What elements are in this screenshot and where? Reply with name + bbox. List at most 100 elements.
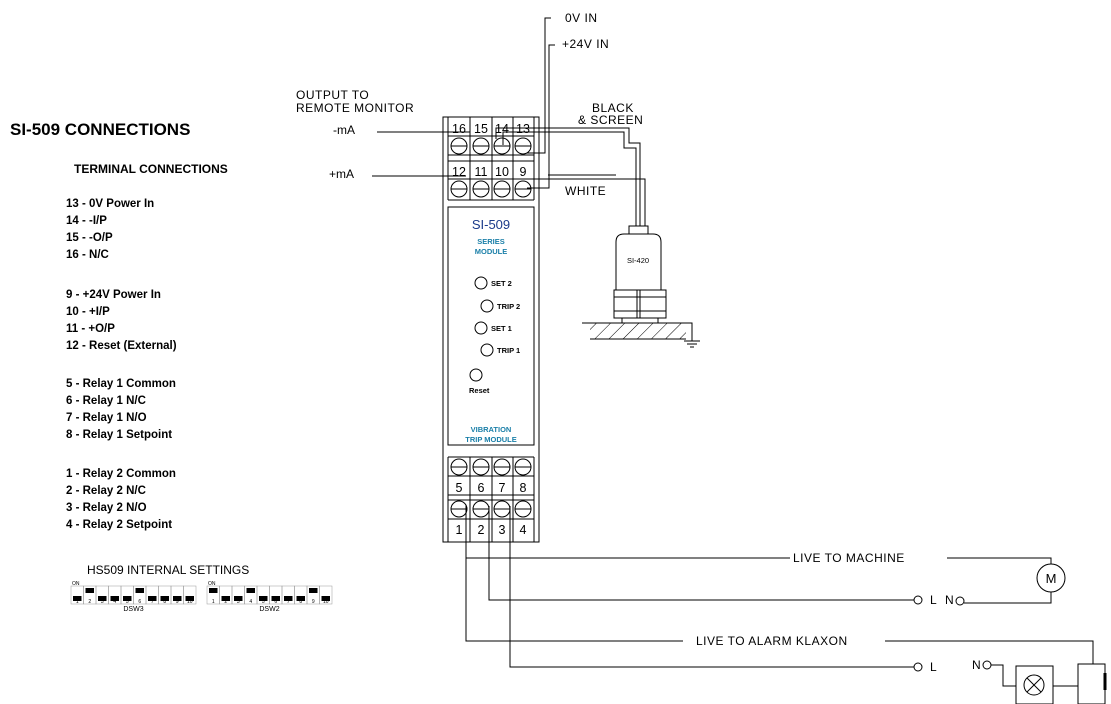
dip-switch-number: 2: [88, 599, 91, 605]
dip-switch-number: 7: [287, 599, 290, 605]
output-label-line2: REMOTE MONITOR: [296, 101, 414, 115]
dip-switch-number: 8: [163, 599, 166, 605]
terminal-line: 15 - -O/P: [66, 232, 113, 244]
terminal-line: 13 - 0V Power In: [66, 198, 155, 210]
dip-switch-cell: [183, 585, 197, 605]
terminal-line: 7 - Relay 1 N/O: [66, 412, 147, 424]
dip-switch-knob: [160, 596, 169, 601]
module-series-line1: SERIES: [477, 237, 505, 246]
terminal-4: 4: [520, 523, 527, 537]
sensor-name: SI-420: [627, 256, 649, 265]
dip-switch-knob: [148, 596, 157, 601]
output-minus-label: -mA: [333, 123, 355, 137]
terminal-line: 11 - +O/P: [66, 323, 115, 335]
terminal-heading: TERMINAL CONNECTIONS: [74, 162, 228, 176]
terminal-16: 16: [452, 122, 466, 136]
dip-switch-number: 3: [237, 599, 240, 605]
live-to-alarm-label: LIVE TO ALARM KLAXON: [696, 634, 848, 648]
dip-switch-number: 6: [274, 599, 277, 605]
terminal-3: 3: [499, 523, 506, 537]
set2-led: [474, 276, 488, 290]
alarm-circuit: [465, 506, 1107, 704]
terminal-15: 15: [474, 122, 488, 136]
module-series-line2: MODULE: [475, 247, 508, 256]
dip-switch-knob: [246, 588, 255, 593]
terminal-group-4: 1 - Relay 2 Common 2 - Relay 2 N/C 3 - R…: [66, 466, 176, 534]
klaxon-lamp-icon: [1023, 674, 1045, 696]
dip-switch-knob: [259, 596, 268, 601]
output-plus-label: +mA: [329, 167, 354, 181]
terminal-5: 5: [456, 481, 463, 495]
terminal-group-3: 5 - Relay 1 Common 6 - Relay 1 N/C 7 - R…: [66, 376, 176, 444]
dip-switch-number: 2: [224, 599, 227, 605]
terminal-1: 1: [456, 523, 463, 537]
terminal-line: 2 - Relay 2 N/C: [66, 485, 146, 497]
terminal-line: 6 - Relay 1 N/C: [66, 395, 146, 407]
dip-on-label: ON: [208, 581, 216, 587]
reset-button: [469, 368, 483, 382]
dip-switch-number: 5: [262, 599, 265, 605]
live-to-machine-label: LIVE TO MACHINE: [793, 551, 905, 565]
klaxon-lamp-box: [1015, 665, 1054, 704]
terminal-11: 11: [475, 165, 488, 179]
terminal-13: 13: [516, 122, 530, 136]
dip-switch-number: 7: [151, 599, 154, 605]
dip-switch-number: 1: [212, 599, 215, 605]
module-name: SI-509: [472, 217, 510, 232]
terminal-line: 9 - +24V Power In: [66, 289, 161, 301]
dip-switch-cell: [319, 585, 333, 605]
dip-switch-knob: [234, 596, 243, 601]
set2-label: SET 2: [491, 279, 512, 288]
dip-switch-number: 1: [76, 599, 79, 605]
terminal-8: 8: [520, 481, 527, 495]
internal-settings-heading: HS509 INTERNAL SETTINGS: [87, 563, 250, 577]
dip-switch-knob: [85, 588, 94, 593]
dip-switch-number: 4: [113, 599, 116, 605]
terminal-line: 16 - N/C: [66, 249, 109, 261]
dip-switch-knob: [221, 596, 230, 601]
dip-switch-number: 10: [323, 599, 329, 605]
black-label: BLACK: [592, 101, 634, 115]
klaxon-horn-box: [1077, 663, 1106, 704]
dip-switch-knob: [209, 588, 218, 593]
machine-circuit: [465, 505, 1066, 606]
dip-switch-number: 5: [126, 599, 129, 605]
trip2-label: TRIP 2: [497, 302, 520, 311]
dip-switch-knob: [123, 596, 132, 601]
sensor-cable: [495, 127, 646, 226]
dip-switch-name: DSW2: [259, 606, 279, 613]
terminal-14: 14: [495, 122, 509, 136]
dip-switch-knob: [271, 596, 280, 601]
machine-l-label: L: [930, 593, 937, 607]
terminal-line: 14 - -I/P: [66, 215, 107, 227]
si509-module: [442, 116, 540, 543]
terminal-line: 1 - Relay 2 Common: [66, 468, 176, 480]
terminal-line: 12 - Reset (External): [66, 340, 177, 352]
diagram-title: SI-509 CONNECTIONS: [10, 120, 191, 139]
screen-label: & SCREEN: [578, 113, 643, 127]
power-24v-label: +24V IN: [562, 37, 609, 51]
trip1-label: TRIP 1: [497, 346, 520, 355]
dip-switch-number: 9: [176, 599, 179, 605]
dip-switch-knob: [309, 588, 318, 593]
terminal-10: 10: [495, 165, 509, 179]
sensor-si420: [582, 225, 700, 348]
terminal-7: 7: [499, 481, 506, 495]
dip-switch-number: 10: [187, 599, 193, 605]
terminal-group-1: 13 - 0V Power In 14 - -I/P 15 - -O/P 16 …: [66, 196, 154, 264]
dip-switch-knob: [185, 596, 194, 601]
terminal-9: 9: [520, 165, 527, 179]
dip-switch-knob: [321, 596, 330, 601]
dip-switch-knob: [296, 596, 305, 601]
power-wires: [527, 17, 555, 189]
alarm-n-label: N: [972, 658, 981, 672]
dip-switch-number: 4: [249, 599, 252, 605]
power-0v-label: 0V IN: [565, 11, 598, 25]
dip-switch-knob: [73, 596, 82, 601]
set1-label: SET 1: [491, 324, 512, 333]
terminal-6: 6: [478, 481, 485, 495]
output-label-line1: OUTPUT TO: [296, 88, 369, 102]
